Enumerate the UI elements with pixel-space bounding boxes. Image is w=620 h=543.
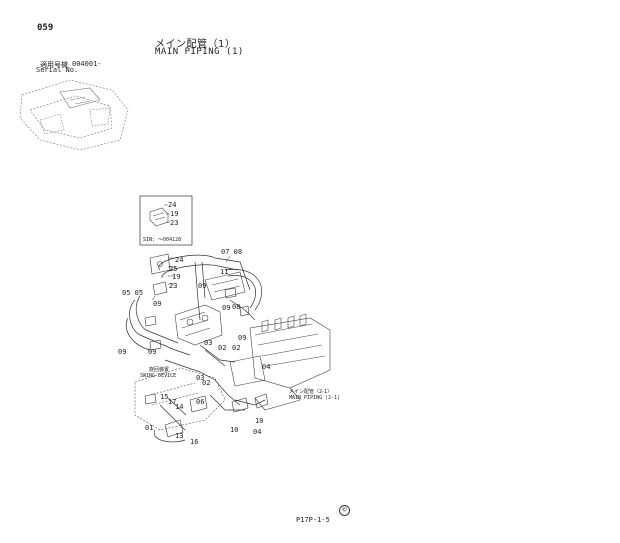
callout-11: 11 xyxy=(220,268,228,276)
callout-09-d: 09 xyxy=(118,348,126,356)
callout-01: 01 xyxy=(145,424,153,432)
swing-device-label-jp: 旋回装置 xyxy=(149,366,169,373)
swing-device xyxy=(134,367,226,431)
diagram-annotations: 旋回装置 SWING DEVICE メイン配管（2-1） MAIN PIPING… xyxy=(140,366,340,401)
callout-19: 19 xyxy=(172,273,180,281)
title-english: MAIN PIPING (1) xyxy=(155,47,244,57)
callout-02-a: 02 xyxy=(218,344,226,352)
control-valve xyxy=(229,313,331,411)
callout-23: 23 xyxy=(169,282,177,290)
callout-14: 14 xyxy=(175,403,183,411)
title-japanese: メイン配管（1） xyxy=(155,39,236,50)
callout-04-b: 04 xyxy=(253,428,261,436)
leader-lines xyxy=(151,255,231,301)
footer-code: P17P-1-5 xyxy=(296,516,330,524)
inset-callout-19: 19 xyxy=(170,210,178,218)
callout-09-a: 09 xyxy=(153,300,161,308)
callout-03-b: 03 xyxy=(196,374,204,382)
callout-08: 08 xyxy=(232,303,240,311)
callout-17: 17 xyxy=(168,398,176,406)
inset-callout-24: 24 xyxy=(168,201,176,209)
swing-device-label-en: SWING DEVICE xyxy=(140,373,176,379)
page-number: 059 xyxy=(37,23,54,33)
inset-sin-note: SIN: ～004128 xyxy=(143,237,181,243)
callout-10-a: 10 xyxy=(230,426,238,434)
callout-09-c: 09 xyxy=(222,304,230,312)
callout-24: 24 xyxy=(175,256,183,264)
callout-15: 15 xyxy=(160,393,168,401)
callout-09-b: 09 xyxy=(198,282,206,290)
callout-07-08: 07 08 xyxy=(221,248,242,256)
callout-06: 06 xyxy=(196,398,204,406)
main-piping-ref-jp: メイン配管（2-1） xyxy=(289,388,332,395)
callout-02-c: 02 xyxy=(202,379,210,387)
callout-13: 13 xyxy=(175,432,183,440)
callout-09-f: 09 xyxy=(238,334,246,342)
copyright-icon: © xyxy=(339,505,350,516)
inset-box: 24 19 23 SIN: ～004128 xyxy=(139,195,193,246)
hydraulic-pipes xyxy=(126,254,266,443)
inset-callout-23: 23 xyxy=(170,219,178,227)
serial-number-value: 004001- xyxy=(72,60,102,68)
callout-09-e: 09 xyxy=(148,348,156,356)
serial-label-english: Serial No. xyxy=(36,66,79,74)
callout-10-b: 10 xyxy=(255,417,263,425)
serial-label-japanese: 適用号機 xyxy=(40,61,68,69)
machine-thumbnail xyxy=(19,79,129,151)
callout-02-b: 02 xyxy=(232,344,240,352)
callout-04-a: 04 xyxy=(262,363,270,371)
callout-25: 25 xyxy=(169,265,177,273)
callout-05-05: 05 05 xyxy=(122,289,143,297)
pipe-fittings xyxy=(144,253,269,438)
callout-03-a: 03 xyxy=(204,339,212,347)
pump-assembly xyxy=(174,271,246,346)
main-piping-ref-en: MAIN PIPING (2-1) xyxy=(289,395,340,401)
callout-16: 16 xyxy=(190,438,198,446)
callout-labels: 07 08 24 25 19 23 05 05 11 09 09 09 09 0… xyxy=(118,248,270,446)
